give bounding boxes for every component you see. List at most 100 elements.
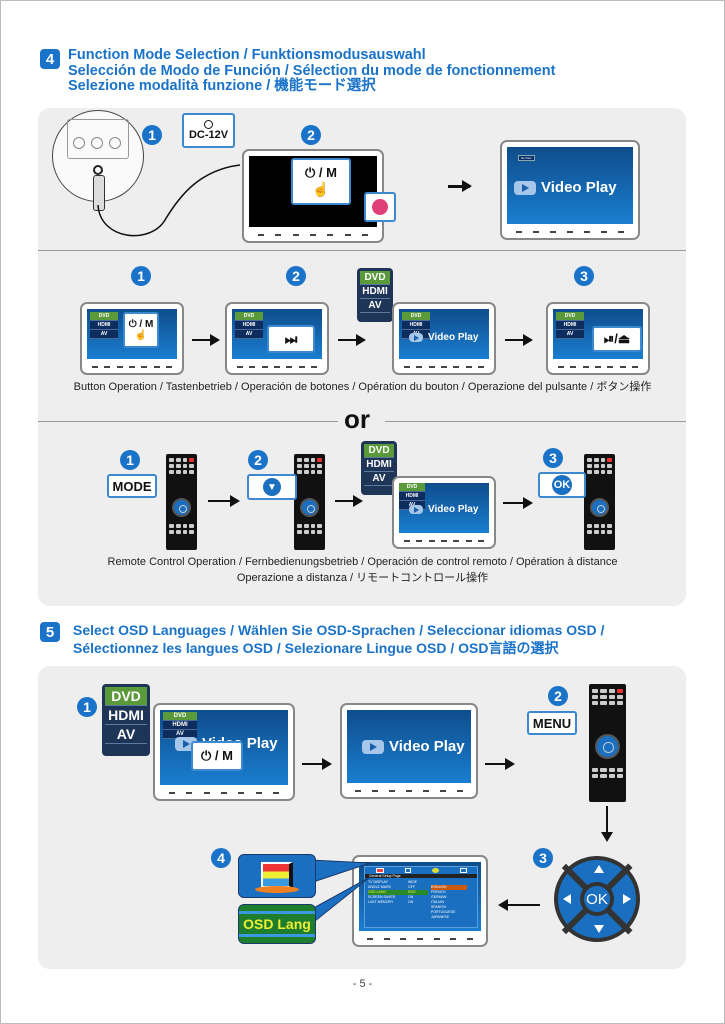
menu-item-dvd: DVD <box>399 483 425 492</box>
play-eject-callout: ⏯/⏏ <box>592 326 642 352</box>
step-badge: 2 <box>286 266 306 286</box>
power-mode-callout: ⏻ / M ☝ <box>291 158 351 205</box>
osd-lang-callout: OSD Lang <box>238 904 316 944</box>
monitor-video-play: No Disc Video Play <box>500 140 640 240</box>
general-setup-icon[interactable] <box>375 868 384 873</box>
menu-item-av: AV <box>105 725 147 744</box>
menu-item-av: AV <box>364 472 394 486</box>
source-menu-popup: DVD HDMI AV <box>361 441 397 495</box>
button-operation-caption: Button Operation / Tastenbetrieb / Opera… <box>73 381 652 393</box>
arrow-right <box>503 497 533 509</box>
right-arrow-icon[interactable] <box>623 894 631 904</box>
menu-item-hdmi: HDMI <box>399 492 425 501</box>
audio-setup-icon[interactable] <box>404 868 411 873</box>
section-title-line: Selezione modalità funzione / 機能モード選択 <box>68 78 376 94</box>
arrow-down-head <box>601 832 613 842</box>
video-play-icon <box>409 505 423 514</box>
step-badge: 2 <box>248 450 268 470</box>
divider <box>385 421 686 422</box>
menu-item-av: AV <box>556 330 584 339</box>
language-option-selected[interactable]: ENGLISH <box>431 885 467 890</box>
arrow-right <box>208 495 240 507</box>
menu-item-hdmi: HDMI <box>105 706 147 725</box>
remote-control <box>166 454 197 550</box>
arrow-right <box>505 334 533 346</box>
menu-item-hdmi: HDMI <box>235 321 263 330</box>
down-arrow-icon[interactable] <box>594 925 604 933</box>
language-option[interactable]: JAPANESE <box>431 915 450 919</box>
power-led-icon <box>372 199 388 215</box>
language-option[interactable]: FRENCH <box>431 890 446 894</box>
source-menu-popup: DVD HDMI AV <box>102 684 150 756</box>
section-title-line: Select OSD Languages / Wählen Sie OSD-Sp… <box>73 622 605 638</box>
arrow-right <box>485 758 515 770</box>
section-5-heading: 5 Select OSD Languages / Wählen Sie OSD-… <box>40 621 604 657</box>
remote-control <box>589 684 626 802</box>
power-mode-label: ⏻ / M <box>305 165 337 180</box>
power-cable <box>97 164 241 237</box>
ok-button[interactable]: OK <box>580 882 614 916</box>
no-disc-label: No Disc <box>518 155 535 161</box>
step-badge: 1 <box>131 266 151 286</box>
menu-item-dvd: DVD <box>402 312 430 321</box>
language-option[interactable]: GERMAN <box>431 895 447 899</box>
screen-text: Video Play <box>428 504 479 515</box>
menu-item-dvd: DVD <box>105 687 147 706</box>
step-badge: 3 <box>574 266 594 286</box>
arrow-right <box>338 334 366 346</box>
arrow-down <box>606 806 608 834</box>
section-title-line: Sélectionnez les langues OSD / Seleziona… <box>73 640 559 656</box>
step-badge: 1 <box>77 697 97 717</box>
menu-item-av: AV <box>90 330 118 339</box>
general-setup-icon <box>261 862 293 888</box>
step-badge: 1 <box>142 125 162 145</box>
video-play-icon <box>362 739 384 754</box>
arrow-right <box>302 758 332 770</box>
navigation-pad[interactable]: OK <box>554 856 640 942</box>
menu-item-dvd: DVD <box>360 271 390 285</box>
hand-pointer-icon: ☝ <box>134 330 148 341</box>
power-socket-icon <box>93 165 103 175</box>
video-play-icon <box>409 333 423 342</box>
left-arrow-icon[interactable] <box>563 894 571 904</box>
menu-item-hdmi: HDMI <box>360 285 390 299</box>
menu-item-dvd: DVD <box>163 712 197 721</box>
dc-12v-callout: DC-12V <box>182 113 235 148</box>
screen-text: Video Play <box>428 332 479 343</box>
arrow-right <box>335 495 363 507</box>
arrow-right <box>448 180 472 192</box>
section-4-heading: 4 Function Mode Selection / Funktionsmod… <box>40 47 556 95</box>
next-track-icon: ⏭ <box>284 330 298 347</box>
language-option[interactable]: ITALIAN <box>431 900 444 904</box>
preference-icon[interactable] <box>431 868 439 873</box>
monitor-video-play: Video Play <box>340 703 478 799</box>
arrow-left-head <box>498 899 508 911</box>
car-dashboard-illustration <box>52 110 144 211</box>
menu-item-hdmi: HDMI <box>402 321 430 330</box>
up-arrow-icon[interactable] <box>594 865 604 873</box>
remote-operation-caption-1: Remote Control Operation / Fernbedienung… <box>107 556 618 568</box>
hand-pointer-icon: ☝ <box>312 181 330 197</box>
menu-callout: MENU <box>527 711 577 735</box>
remote-operation-caption-2: Operazione a distanza / リモートコントロール操作 <box>236 572 489 584</box>
down-arrow-icon: ▼ <box>263 478 281 496</box>
dc-jack-icon <box>204 120 213 129</box>
menu-item-av: AV <box>360 299 390 313</box>
language-option[interactable]: SPANISH <box>431 905 447 909</box>
section-title-line: Selección de Modo de Función / Sélection… <box>68 62 556 79</box>
video-setup-icon[interactable] <box>459 868 467 873</box>
step-badge: 4 <box>211 848 231 868</box>
language-option[interactable]: PORTUGUESE <box>431 910 456 914</box>
power-mode-callout: ⏻ / M ☝ <box>123 312 159 348</box>
video-play-icon <box>514 180 536 195</box>
down-button-callout: ▼ <box>247 474 297 500</box>
